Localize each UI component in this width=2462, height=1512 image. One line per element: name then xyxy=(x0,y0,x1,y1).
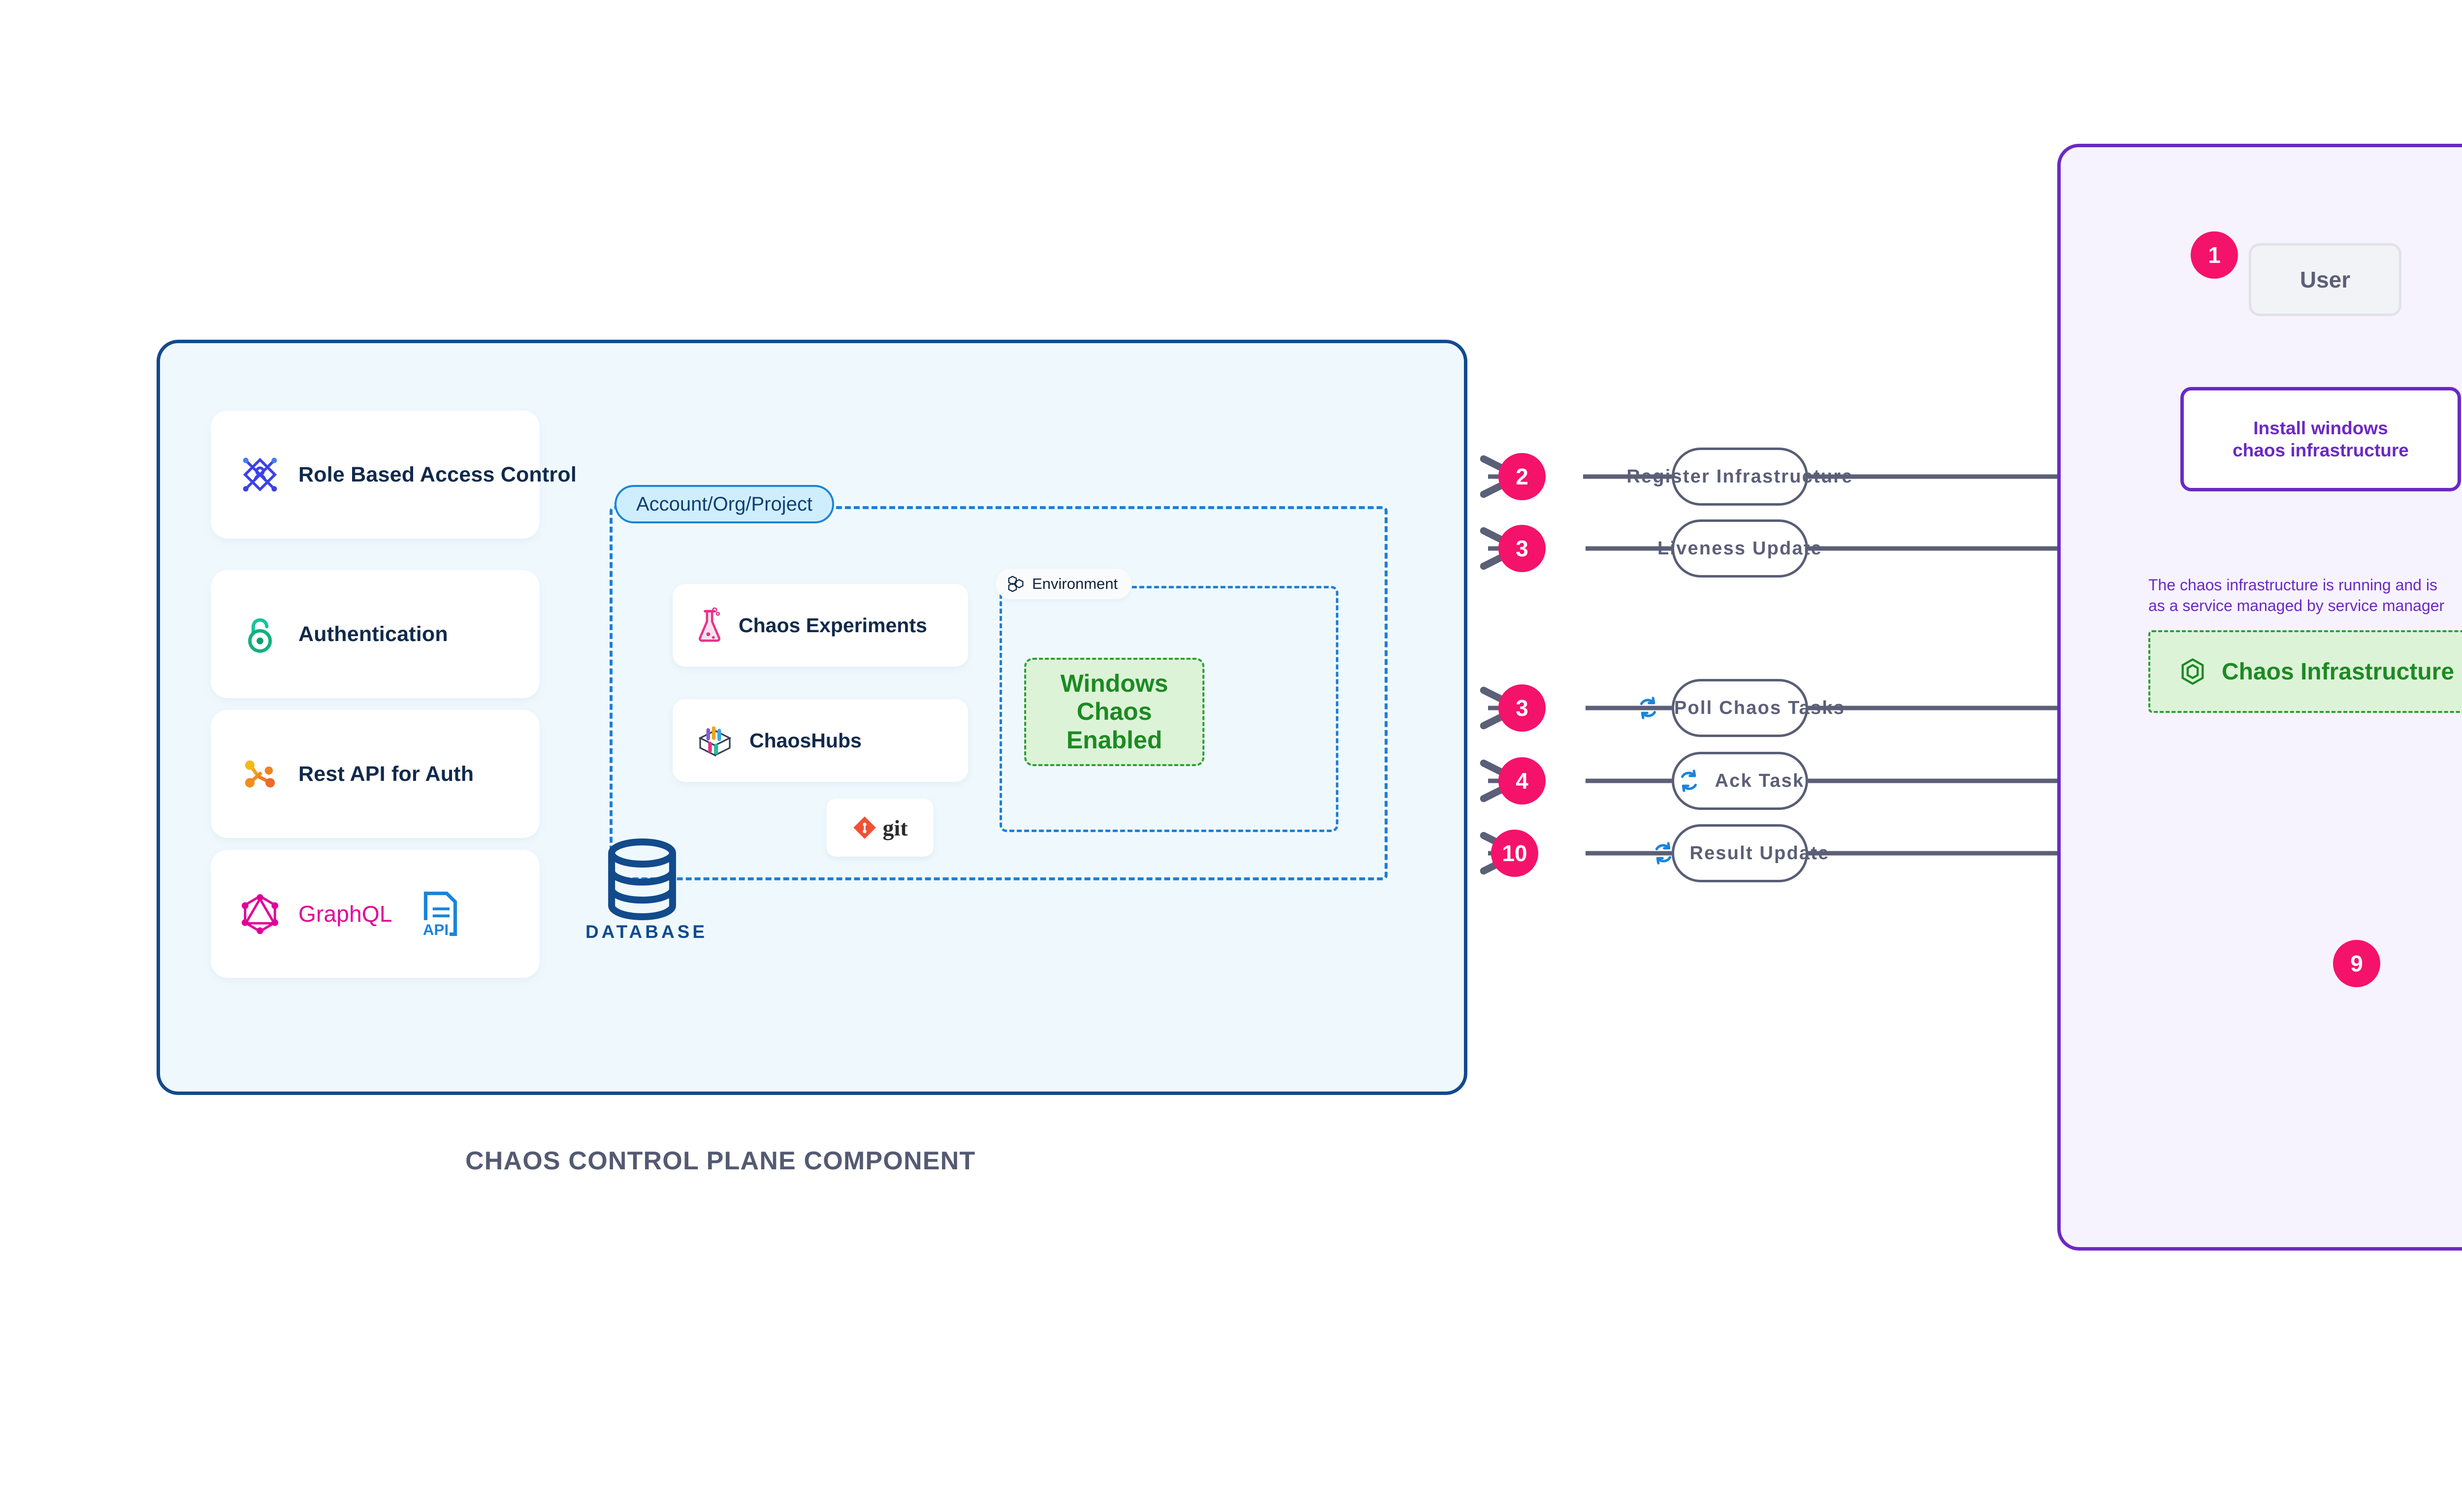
connector-pill-ack-task[interactable]: Ack Task xyxy=(1672,752,1808,810)
chaos-infrastructure-hex-icon xyxy=(2181,658,2204,685)
pill-label: Ack Task xyxy=(1715,770,1805,791)
account-org-project-group xyxy=(610,506,1388,880)
git-label: git xyxy=(882,815,908,840)
feature-label: Role Based Access Control xyxy=(298,462,577,486)
feature-card-rest-api[interactable]: Rest API for Auth xyxy=(211,710,540,838)
pill-label: Poll Chaos Tasks xyxy=(1674,697,1846,718)
environment-group xyxy=(1000,586,1338,832)
sub-card-label: ChaosHubs xyxy=(749,729,862,752)
sub-card-label: Chaos Experiments xyxy=(739,613,927,637)
environment-hex-icon xyxy=(1008,576,1024,592)
api-badge-text: API xyxy=(422,921,448,938)
connector-pill-register-infrastructure[interactable]: Register Infrastructure xyxy=(1626,448,1852,506)
connector-pill-result-update[interactable]: Result Update xyxy=(1655,824,1828,882)
step-badge-10: 10 xyxy=(1491,830,1538,877)
environment-chip[interactable]: Environment xyxy=(996,569,1132,599)
account-org-project-chip[interactable]: Account/Org/Project xyxy=(615,485,834,523)
step-badge-2: 2 xyxy=(1498,453,1546,500)
database-icon xyxy=(608,838,676,920)
pill-label: Liveness Update xyxy=(1657,538,1822,559)
feature-label: Rest API for Auth xyxy=(298,762,474,786)
step-badge-1: 1 xyxy=(2191,231,2238,279)
account-org-project-label: Account/Org/Project xyxy=(636,493,812,515)
user-label: User xyxy=(2300,267,2351,292)
api-document-icon: API xyxy=(421,892,457,938)
user-box[interactable]: User xyxy=(2249,243,2401,316)
feature-label: GraphQL xyxy=(298,901,392,927)
install-windows-chaos-infrastructure-box[interactable]: Install windows chaos infrastructure xyxy=(2180,387,2461,491)
sub-card-chaos-experiments[interactable]: Chaos Experiments xyxy=(673,584,968,667)
rest-api-share-icon xyxy=(245,760,275,788)
git-icon xyxy=(853,816,876,839)
environment-label: Environment xyxy=(1032,575,1118,592)
feature-label: Authentication xyxy=(298,622,448,646)
step-badge-3-liveness: 3 xyxy=(1498,525,1546,572)
database-label: DATABASE xyxy=(585,922,708,942)
note-infra-running: The chaos infrastructure is running and … xyxy=(2148,576,2445,614)
control-plane-caption: CHAOS CONTROL PLANE COMPONENT xyxy=(465,1147,976,1175)
graphql-icon xyxy=(241,894,279,934)
chaoshubs-rack-icon xyxy=(698,726,732,757)
pill-label: Result Update xyxy=(1689,842,1830,864)
connector-pill-liveness-update[interactable]: Liveness Update xyxy=(1657,519,1821,578)
connector-pill-poll-chaos-tasks[interactable]: Poll Chaos Tasks xyxy=(1640,679,1844,737)
windows-chaos-enabled-label: Windows Chaos Enabled xyxy=(1060,669,1168,754)
step-badge-9: 9 xyxy=(2333,940,2380,987)
role-based-access-control-icon xyxy=(243,457,277,492)
feature-card-graphql[interactable]: GraphQL API xyxy=(211,850,540,978)
step-badge-4: 4 xyxy=(1498,757,1546,804)
chaos-infrastructure-box[interactable]: Chaos Infrastructure xyxy=(2148,630,2462,713)
windows-chaos-enabled-box: Windows Chaos Enabled xyxy=(1024,658,1204,766)
step-badge-3-poll: 3 xyxy=(1498,684,1546,732)
sync-loop-icon xyxy=(1655,842,1672,865)
chaos-infrastructure-label: Chaos Infrastructure xyxy=(2221,658,2455,685)
pill-label: Register Infrastructure xyxy=(1626,466,1853,487)
install-label: Install windows chaos infrastructure xyxy=(2233,418,2409,460)
sync-loop-icon xyxy=(1640,697,1656,719)
authentication-lock-icon xyxy=(248,618,272,653)
git-card[interactable]: git xyxy=(826,799,934,857)
chaos-experiments-flask-icon xyxy=(699,607,720,642)
sync-loop-icon xyxy=(1681,770,1697,792)
feature-card-rbac[interactable]: Role Based Access Control xyxy=(211,411,577,539)
feature-card-authentication[interactable]: Authentication xyxy=(211,570,540,698)
sub-card-chaoshubs[interactable]: ChaosHubs xyxy=(673,699,968,782)
